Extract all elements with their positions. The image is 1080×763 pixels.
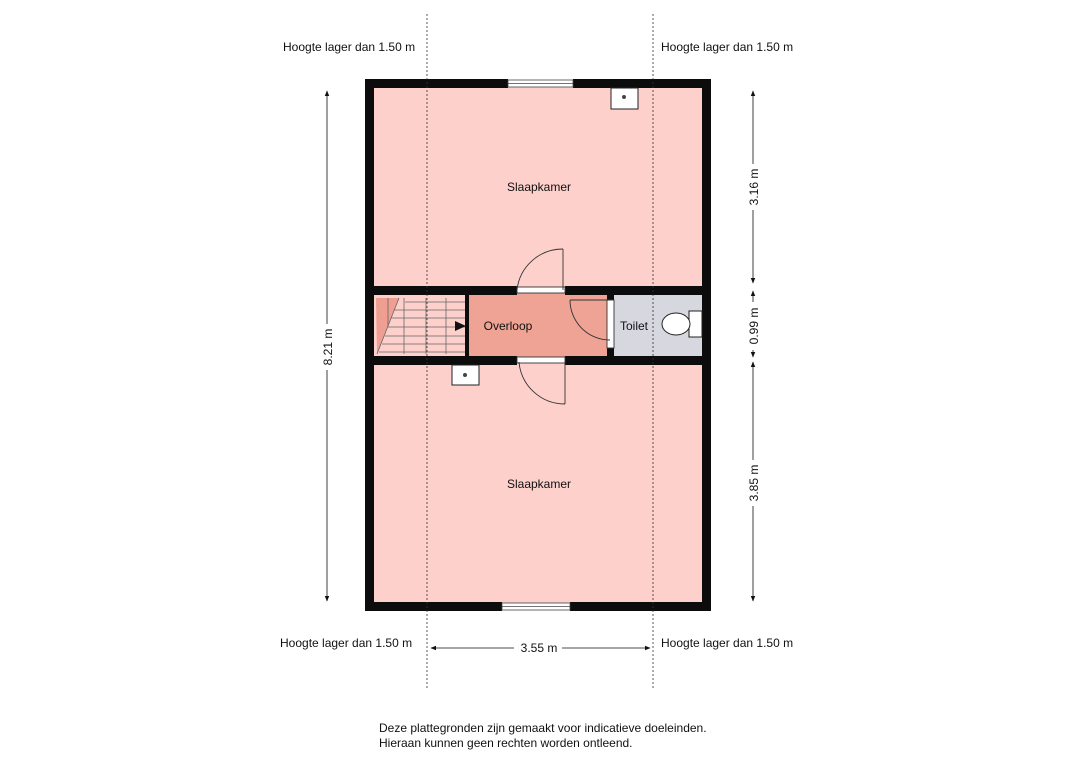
room-label-landing: Overloop — [484, 319, 533, 333]
door-top-bedroom — [516, 248, 566, 294]
sink-top-icon — [610, 87, 639, 110]
room-label-top-bedroom: Slaapkamer — [507, 180, 571, 194]
door-bottom-bedroom — [516, 356, 566, 405]
height-note-top-right: Hoogte lager dan 1.50 m — [661, 40, 793, 54]
height-note-bottom-right: Hoogte lager dan 1.50 m — [661, 636, 793, 650]
sink-bottom-icon — [451, 364, 480, 386]
bedroom-top-floor — [372, 86, 704, 292]
room-label-bottom-bedroom: Slaapkamer — [507, 477, 571, 491]
walls — [365, 79, 711, 611]
height-note-top-left: Hoogte lager dan 1.50 m — [283, 40, 415, 54]
dimension-landing: 0.99 m — [747, 308, 761, 345]
dimension-top-bedroom: 3.16 m — [747, 169, 761, 206]
dimension-label-bg — [320, 164, 760, 656]
low-height-lines — [426, 14, 654, 690]
window-top — [507, 79, 574, 88]
disclaimer-line-2: Hieraan kunnen geen rechten worden ontle… — [379, 736, 633, 750]
disclaimer-line-1: Deze plattegronden zijn gemaakt voor ind… — [379, 721, 707, 735]
disclaimer: Deze plattegronden zijn gemaakt voor ind… — [379, 721, 707, 751]
room-label-toilet: Toilet — [620, 319, 649, 333]
staircase — [376, 297, 466, 355]
door-toilet — [569, 299, 615, 349]
toilet-icon — [661, 310, 703, 338]
dimension-bottom-bedroom: 3.85 m — [747, 465, 761, 502]
dimension-total-length: 8.21 m — [321, 329, 335, 366]
window-bottom — [501, 602, 571, 611]
dimension-width: 3.55 m — [521, 641, 558, 655]
stair-direction-arrow-icon — [455, 321, 466, 331]
height-note-bottom-left: Hoogte lager dan 1.50 m — [280, 636, 412, 650]
landing-floor — [468, 292, 610, 360]
